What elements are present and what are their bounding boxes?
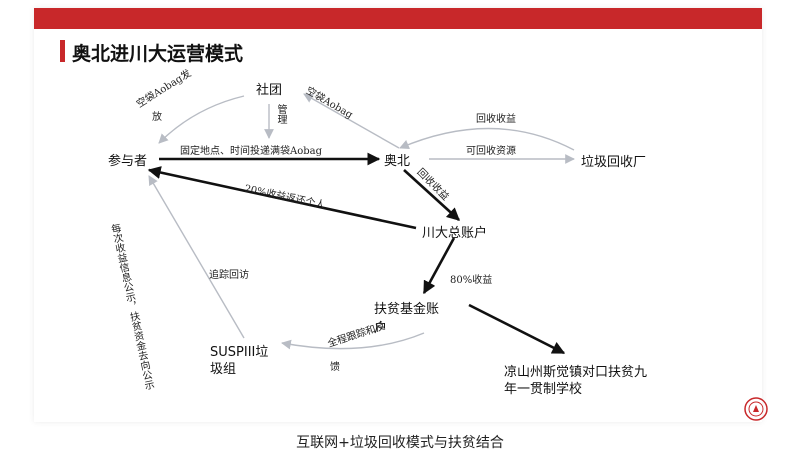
label-scu-to-fund: 80%收益 bbox=[450, 275, 493, 286]
label-club-manage: 管理 bbox=[275, 104, 286, 124]
node-recycling-factory: 垃圾回收厂 bbox=[581, 155, 647, 170]
node-susp-line1: SUSPIII垃 bbox=[210, 345, 269, 360]
arrow-club-to-participants bbox=[158, 95, 245, 144]
node-school: 凉山州斯觉镇对口扶贫九 年一贯制学校 bbox=[504, 364, 647, 398]
arrow-scu-to-participants bbox=[147, 166, 417, 230]
university-seal-icon bbox=[744, 397, 768, 421]
arrow-scu-to-fund bbox=[422, 237, 456, 295]
label-club-to-participants-2: 放 bbox=[152, 112, 162, 123]
title-marker bbox=[60, 40, 65, 62]
label-participants-to-aobei: 固定地点、时间投递满袋Aobag bbox=[180, 146, 323, 157]
node-aobei: 奥北 bbox=[384, 154, 411, 169]
label-recyclable-resources: 可回收资源 bbox=[466, 146, 516, 157]
label-recycle-revenue: 回收收益 bbox=[476, 114, 516, 125]
label-susp-tracking: 追踪回访 bbox=[209, 270, 249, 281]
arrow-recycle-revenue bbox=[399, 127, 575, 151]
node-club: 社团 bbox=[256, 83, 283, 98]
arrow-fund-to-school bbox=[468, 303, 566, 355]
node-poverty-fund-line1: 扶贫基金账 bbox=[374, 302, 440, 317]
label-fund-feedback-2: 馈 bbox=[330, 362, 340, 373]
caption: 互联网+垃圾回收模式与扶贫结合 bbox=[296, 435, 504, 451]
arrow-fund-feedback bbox=[281, 332, 425, 350]
node-poverty-fund-line2: 户 bbox=[374, 321, 388, 336]
node-school-line2: 年一贯制学校 bbox=[504, 382, 583, 397]
arrow-aobei-to-scu bbox=[403, 169, 460, 221]
title-bar-accent bbox=[34, 8, 762, 29]
node-participants: 参与者 bbox=[108, 154, 148, 169]
arrow-susp-to-participants bbox=[148, 175, 245, 339]
node-poverty-fund: 扶贫基金账 户 bbox=[374, 298, 439, 336]
slide: 奥北进川大运营模式 社 bbox=[34, 8, 768, 422]
slide-title: 奥北进川大运营模式 bbox=[72, 43, 244, 65]
arrow-aobei-to-club bbox=[303, 93, 400, 149]
node-scu-account: 川大总账户 bbox=[422, 226, 488, 241]
node-susp-line2: 圾组 bbox=[210, 362, 237, 377]
node-susp-group: SUSPIII垃 圾组 bbox=[210, 344, 268, 378]
node-school-line1: 凉山州斯觉镇对口扶贫九 bbox=[504, 365, 648, 380]
arrow-layer bbox=[147, 93, 575, 355]
